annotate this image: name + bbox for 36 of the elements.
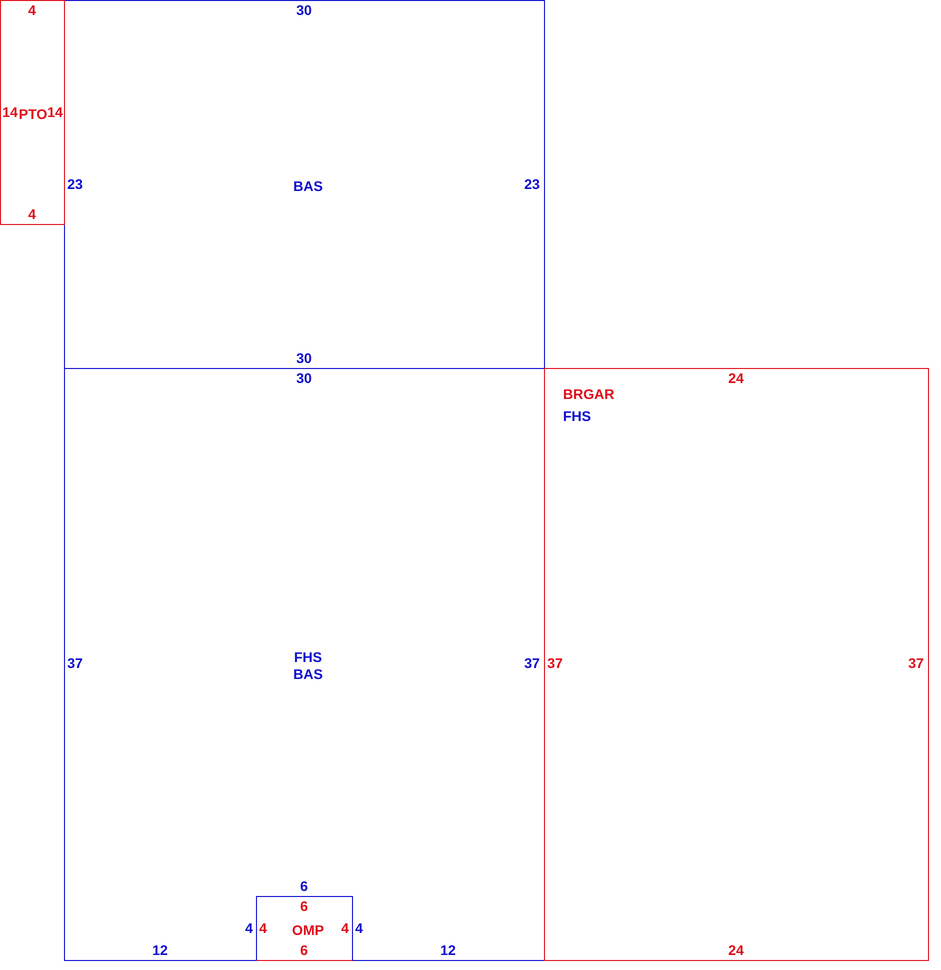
sketch-area [64,368,545,961]
dimension-label: 24 [728,943,744,957]
dimension-label: 6 [300,943,308,957]
dimension-label: 14 [47,105,63,119]
area-label: BAS [293,178,323,194]
area-label: BRGAR [563,386,614,402]
dimension-label: 12 [152,943,168,957]
dimension-label: 30 [296,351,312,365]
dimension-label: 30 [296,371,312,385]
area-label: FHS [294,649,322,665]
dimension-label: 37 [524,656,540,670]
dimension-label: 14 [2,105,18,119]
dimension-label: 37 [67,656,83,670]
dimension-label: 37 [908,656,924,670]
dimension-label: 30 [296,3,312,17]
dimension-label: 4 [28,3,36,17]
dimension-label: 6 [300,899,308,913]
sketch-area [64,0,545,369]
dimension-label: 23 [67,177,83,191]
area-label: OMP [292,922,324,938]
area-label: BAS [293,666,323,682]
dimension-label: 24 [728,371,744,385]
dimension-label: 4 [341,921,349,935]
dimension-label: 4 [355,921,363,935]
sketch-area [256,896,353,961]
dimension-label: 6 [300,879,308,893]
dimension-label: 23 [524,177,540,191]
area-label: PTO [18,106,48,122]
dimension-label: 4 [28,207,36,221]
sketch-area [0,0,65,225]
dimension-label: 12 [440,943,456,957]
dimension-label: 4 [259,921,267,935]
dimension-label: 4 [245,921,253,935]
sketch-area [544,368,929,961]
area-label: FHS [563,408,591,424]
dimension-label: 37 [547,656,563,670]
